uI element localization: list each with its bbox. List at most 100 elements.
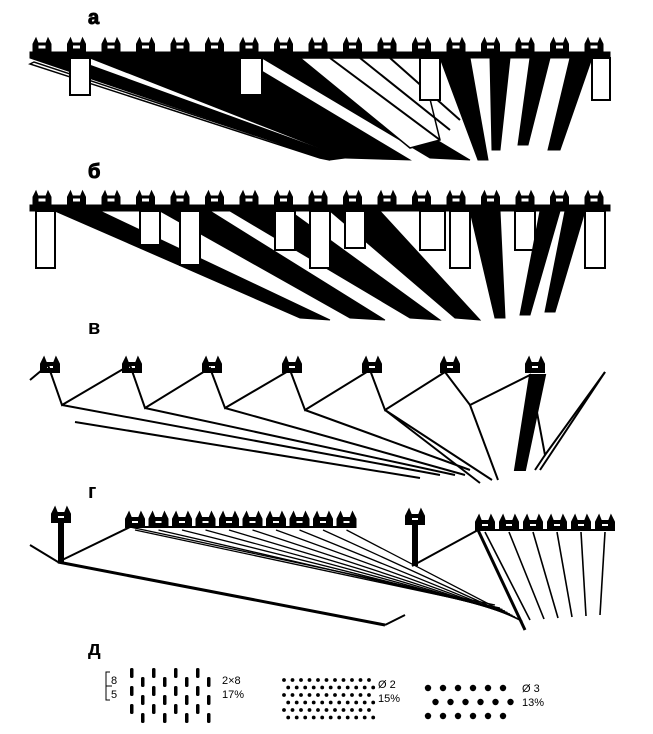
support-head <box>274 36 293 53</box>
zigzag-lamella-v <box>29 363 606 458</box>
round-hole <box>424 684 432 692</box>
round-hole <box>328 685 333 690</box>
support-head <box>51 505 71 523</box>
panel-label-d: д <box>88 638 101 660</box>
round-hole <box>328 715 333 720</box>
slot-hole <box>196 704 200 714</box>
panel-label-b: б <box>88 161 100 183</box>
round-hole <box>337 700 342 705</box>
slot-hole <box>174 686 178 696</box>
support-head <box>343 189 362 206</box>
round-hole <box>328 700 333 705</box>
round-hole <box>303 685 308 690</box>
lamella-line <box>508 531 545 620</box>
support-head <box>308 36 328 53</box>
round-hole <box>299 678 303 682</box>
block-a-3 <box>419 57 441 101</box>
round-hole <box>320 700 325 705</box>
support-head <box>377 36 397 53</box>
round-hole <box>484 684 492 692</box>
slot-gap-label: 5 <box>111 689 117 701</box>
slot-hole <box>207 695 211 705</box>
support-head <box>481 189 500 206</box>
perf-3-size: Ø 3 <box>522 683 540 695</box>
round-hole <box>294 685 299 690</box>
round-hole <box>358 678 363 682</box>
round-hole <box>286 700 291 705</box>
panel-label-a: а <box>88 7 100 29</box>
round-hole <box>303 715 308 720</box>
support-head <box>266 510 286 528</box>
round-hole <box>367 678 371 682</box>
support-heads-row-g <box>51 505 615 531</box>
round-hole <box>371 715 376 720</box>
slot-dimension <box>105 671 112 701</box>
round-hole <box>333 693 337 697</box>
slot-hole <box>152 704 156 714</box>
round-hole-2-pattern <box>282 678 376 720</box>
round-hole <box>432 698 439 706</box>
block-b-3 <box>309 210 331 269</box>
round-hole <box>477 698 484 706</box>
slot-hole <box>152 668 156 678</box>
panel-v: в <box>29 317 606 484</box>
round-hole <box>371 685 376 690</box>
round-hole <box>311 715 316 720</box>
support-head <box>412 189 431 206</box>
block-b-2 <box>179 210 201 266</box>
support-head <box>282 355 302 373</box>
support-head <box>170 36 190 53</box>
support-head <box>336 510 357 528</box>
support-head <box>525 355 545 373</box>
lamella-line <box>484 531 531 621</box>
post-g-1 <box>58 520 64 562</box>
round-hole <box>499 684 507 692</box>
block-b-1 <box>35 210 56 269</box>
support-head <box>550 189 569 206</box>
support-head <box>101 189 121 206</box>
lamella-fan-g-right <box>484 531 606 621</box>
support-head <box>446 36 466 53</box>
slot-hole <box>163 677 167 687</box>
support-head <box>481 36 500 53</box>
panel-label-g: г <box>88 481 96 503</box>
slot-hole <box>174 668 178 678</box>
slot-hole <box>185 695 189 705</box>
round-hole <box>367 708 371 712</box>
slot-hole <box>163 713 167 723</box>
support-head <box>584 36 604 53</box>
lamella-a-4 <box>439 57 489 161</box>
perf-3-percent: 13% <box>522 697 544 709</box>
round-hole <box>354 685 359 690</box>
round-hole <box>282 708 286 712</box>
slot-hole <box>141 677 145 687</box>
support-head <box>172 510 192 528</box>
support-head <box>125 510 145 528</box>
round-hole <box>439 712 447 720</box>
perf-2-size: Ø 2 <box>378 679 396 691</box>
block-b-4 <box>449 210 471 269</box>
round-hole <box>303 700 308 705</box>
slot-hole <box>207 713 211 723</box>
round-hole <box>341 678 346 682</box>
slot-hole <box>141 695 145 705</box>
panel-label-v: в <box>88 317 100 339</box>
lamella-line <box>299 529 518 620</box>
support-head <box>242 510 263 528</box>
support-heads-row-b <box>32 189 604 206</box>
round-hole <box>290 693 295 697</box>
round-hole <box>311 685 316 690</box>
round-hole <box>307 708 312 712</box>
lamella-line <box>228 529 511 615</box>
support-head <box>571 513 591 531</box>
slot-hole <box>207 677 211 687</box>
support-heads-row-a <box>32 36 604 53</box>
round-hole <box>362 715 367 720</box>
round-hole <box>362 700 367 705</box>
support-head <box>101 36 121 53</box>
support-head <box>32 189 52 206</box>
round-hole <box>499 712 507 720</box>
support-head <box>584 189 604 206</box>
support-head <box>136 189 155 206</box>
